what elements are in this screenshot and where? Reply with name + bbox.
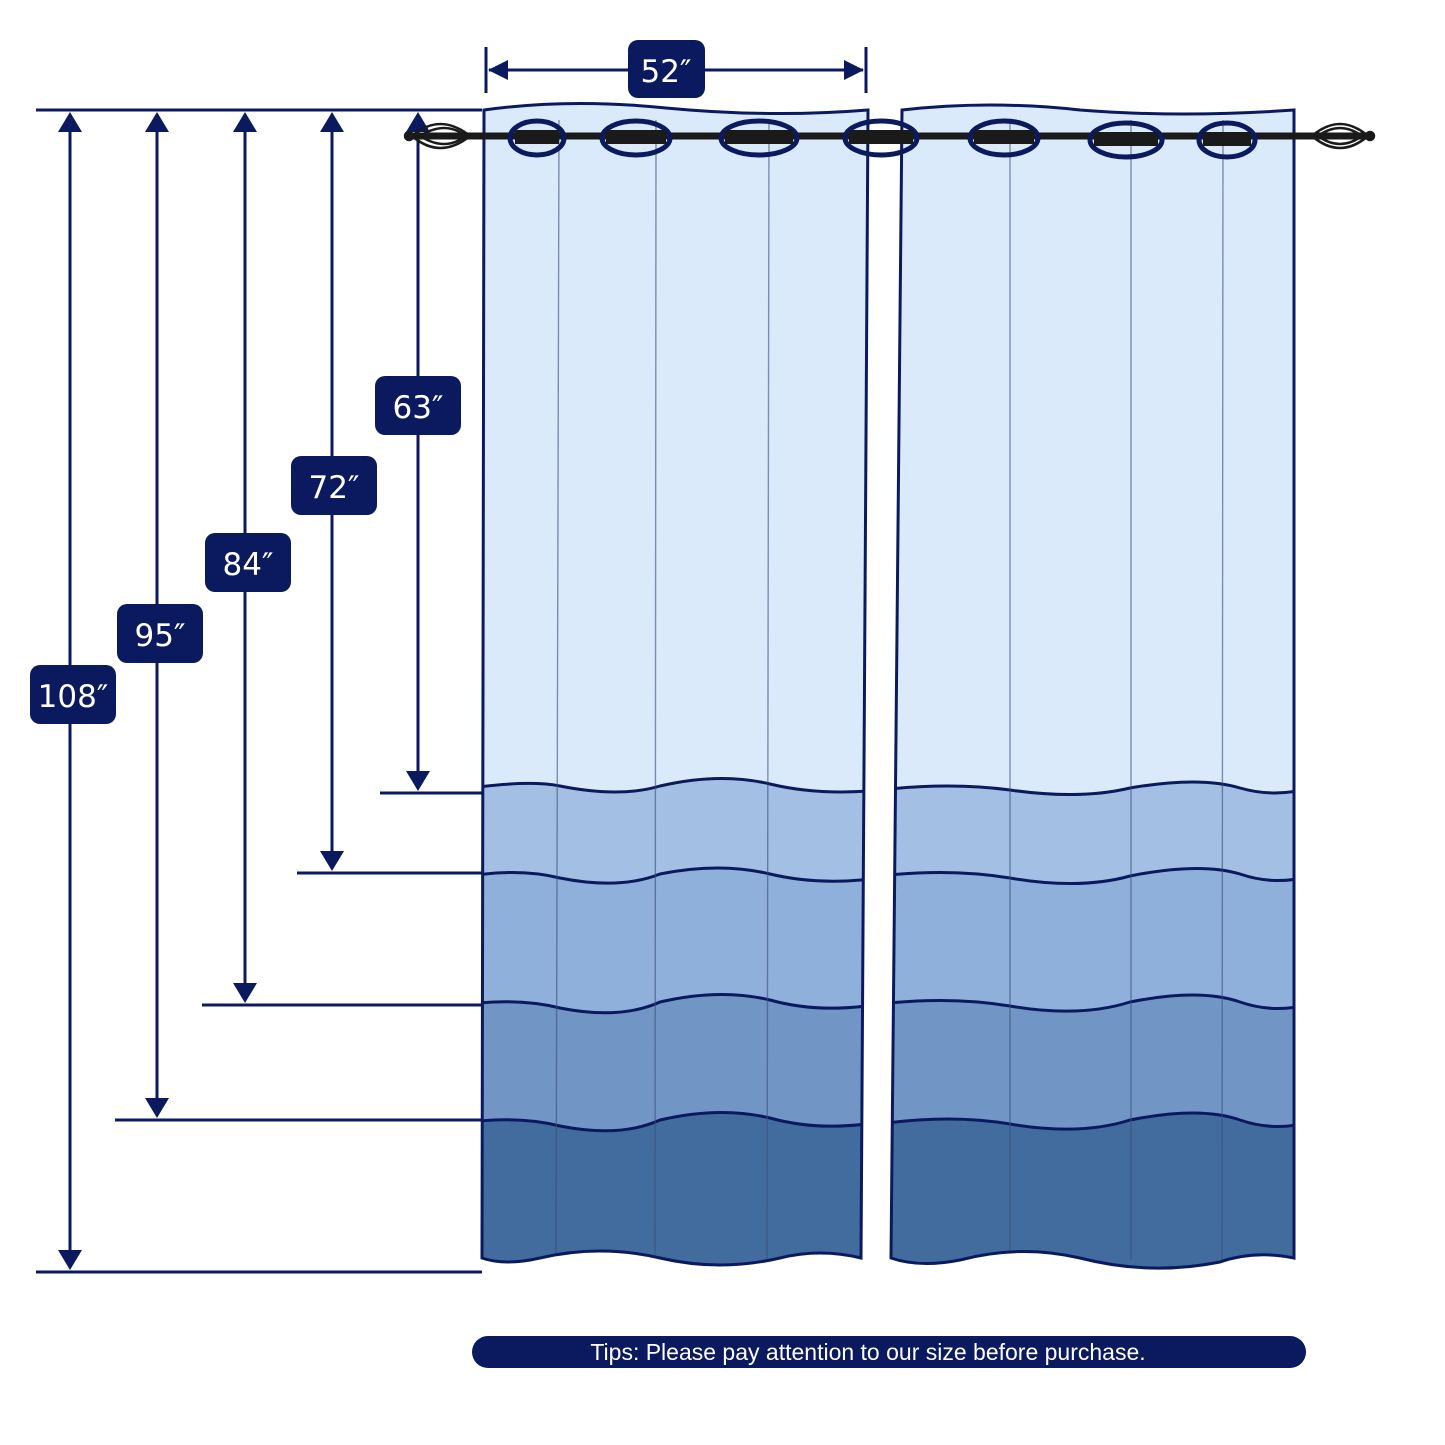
length-label-badges: 63″ 72″ 84″ 95″ 108″ (30, 376, 461, 724)
length-label-63: 63″ (392, 390, 443, 426)
finial-icon (403, 122, 473, 150)
grommet-icon (599, 118, 673, 158)
grommet-icon (507, 118, 567, 158)
grommet-icon (1196, 120, 1258, 160)
grommet-icon (967, 118, 1041, 158)
width-arrowhead-left (488, 60, 508, 80)
width-label-badge (628, 40, 705, 98)
grommet-icon (718, 118, 800, 158)
curtain-panel-right (889, 103, 1296, 1270)
label-badge-84 (205, 533, 291, 592)
length-label-95: 95″ (134, 618, 185, 654)
curtain-panel-left (480, 101, 870, 1267)
label-badge-95 (117, 604, 203, 663)
finial-icon (1310, 122, 1376, 150)
label-badge-72 (291, 456, 377, 515)
grommets (507, 118, 1258, 160)
width-arrowhead-right (844, 60, 864, 80)
band-right-4 (891, 1113, 1294, 1269)
length-label-84: 84″ (222, 547, 273, 583)
label-badge-63 (375, 376, 461, 435)
band-left-4 (482, 1112, 868, 1265)
length-label-72: 72″ (308, 470, 359, 506)
panel-right-outline (889, 103, 1296, 1270)
width-dimension: 52″ (484, 40, 868, 98)
reference-lines (36, 108, 482, 1274)
length-label-108: 108″ (38, 679, 109, 715)
tips-text: Tips: Please pay attention to our size b… (590, 1339, 1145, 1365)
tips-banner-background (472, 1336, 1306, 1368)
panel-left-outline (480, 101, 870, 1267)
width-label: 52″ (640, 54, 691, 90)
tips-banner: Tips: Please pay attention to our size b… (472, 1336, 1306, 1368)
grommet-icon (1087, 120, 1165, 160)
label-badge-108 (30, 665, 116, 724)
grommet-icon (842, 118, 920, 158)
length-dim-63 (406, 112, 430, 791)
